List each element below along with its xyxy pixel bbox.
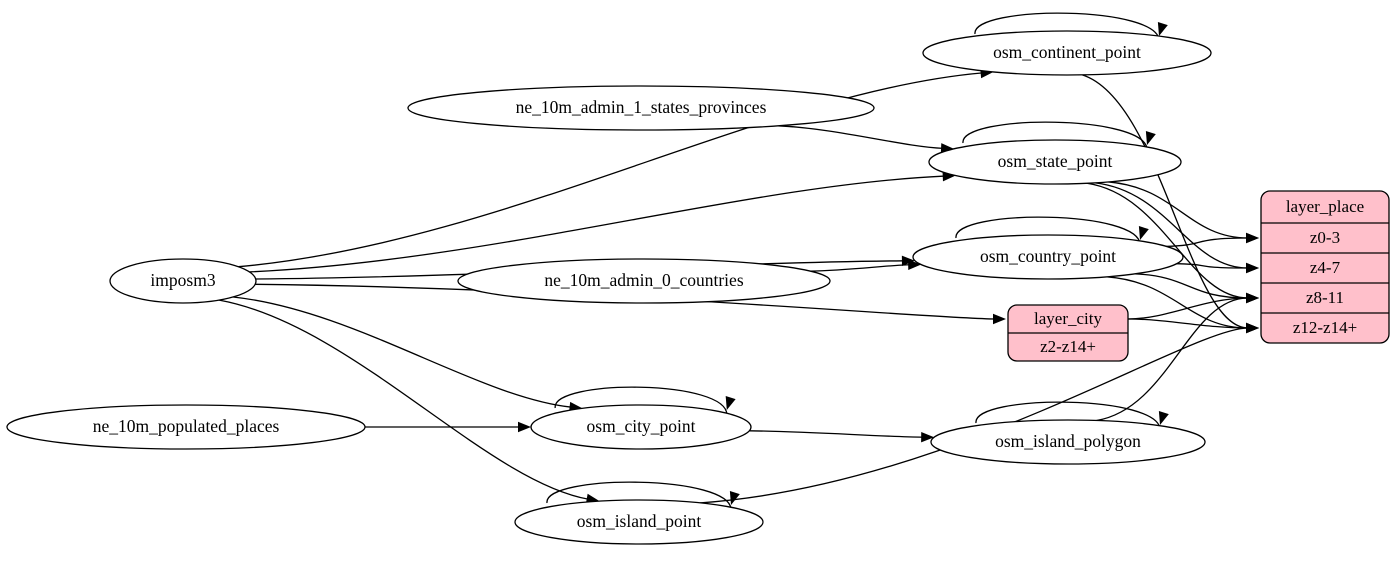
edge-imposm3-to-osm-continent-point bbox=[238, 72, 983, 268]
edge-layer_city-to-layer-place-z12-z14- bbox=[1127, 318, 1249, 329]
node-osm_continent_point[interactable]: osm_continent_point bbox=[922, 30, 1212, 76]
edge-imposm3-to-osm-island-point bbox=[219, 299, 589, 500]
node-osm_country_point-label: osm_country_point bbox=[980, 246, 1116, 266]
edge-osm_country_point-to-layer-place-z0-3 bbox=[1166, 237, 1249, 248]
record-node-layer_place-row-z4-7[interactable]: z4-7 bbox=[1310, 258, 1341, 277]
node-osm_continent_point-shape bbox=[922, 30, 1212, 76]
edge-osm_country_point-to-layer-place-z4-7-arrowhead bbox=[1246, 262, 1259, 274]
edge-imposm3-to-osm-city-point bbox=[233, 296, 572, 408]
self-loop-osm_island_polygon-arrowhead bbox=[1158, 411, 1169, 425]
node-osm_city_point-shape bbox=[530, 404, 752, 450]
edge-layer_city-to-layer-place-z8-11 bbox=[1127, 297, 1249, 320]
node-osm_state_point-shape bbox=[928, 139, 1182, 185]
record-node-layer_place-row-z12-z14+[interactable]: z12-z14+ bbox=[1293, 318, 1357, 337]
node-ne_10m_admin_0_countries-label: ne_10m_admin_0_countries bbox=[544, 270, 743, 290]
self-loop-osm_continent_point bbox=[974, 12, 1160, 43]
edge-ne_10m_admin_1_states_provinces-to-osm-state-point bbox=[777, 125, 944, 150]
node-ne_10m_admin_1_states_provinces[interactable]: ne_10m_admin_1_states_provinces bbox=[407, 85, 875, 131]
node-osm_state_point[interactable]: osm_state_point bbox=[928, 139, 1182, 185]
edge-osm_country_point-to-layer-place-z12-z14- bbox=[1106, 276, 1249, 329]
self-loop-osm_city_point bbox=[554, 386, 728, 417]
edge-imposm3-to-osm-state-point bbox=[249, 175, 945, 273]
node-ne_10m_admin_0_countries[interactable]: ne_10m_admin_0_countries bbox=[457, 258, 831, 304]
node-osm_state_point-label: osm_state_point bbox=[998, 151, 1113, 171]
self-loop-osm_state_point bbox=[962, 121, 1148, 152]
node-ne_10m_populated_places-label: ne_10m_populated_places bbox=[93, 416, 280, 436]
self-loop-osm_island_point bbox=[546, 481, 732, 512]
node-osm_island_polygon-shape bbox=[930, 419, 1206, 465]
edge-osm_island_polygon-to-layer-place-z8-11-arrowhead bbox=[1246, 292, 1259, 304]
record-node-layer_city-header: layer_city bbox=[1034, 309, 1102, 328]
edge-osm_island_point-to-layer-place-z12-z14--arrowhead bbox=[1246, 322, 1259, 334]
record-node-layer_place[interactable]: layer_place z0-3 z4-7 z8-11 z12-z14+ bbox=[1260, 190, 1390, 344]
edge-osm_state_point-to-layer-place-z4-7 bbox=[1095, 182, 1249, 269]
edge-osm_island_point-to-layer-place-z12-z14- bbox=[700, 327, 1249, 504]
edge-osm_state_point-to-layer-place-z8-11 bbox=[1086, 182, 1249, 299]
edge-osm_country_point-to-layer-place-z4-7 bbox=[1176, 263, 1249, 269]
self-loop-osm_city_point-arrowhead bbox=[725, 396, 736, 410]
record-node-layer_place-box bbox=[1260, 190, 1390, 344]
self-loop-osm_island_polygon bbox=[975, 401, 1161, 432]
node-osm_country_point-shape bbox=[912, 234, 1184, 280]
node-imposm3-shape bbox=[109, 258, 257, 304]
record-node-layer_city-row-z2-z14+[interactable]: z2-z14+ bbox=[1040, 337, 1096, 356]
edge-osm_country_point-to-layer-place-z8-11 bbox=[1134, 273, 1249, 299]
edge-imposm3-to-layer-city bbox=[255, 283, 996, 320]
node-ne_10m_populated_places-shape bbox=[6, 404, 366, 450]
node-imposm3-label: imposm3 bbox=[150, 270, 215, 290]
edge-osm_island_polygon-to-layer-place-z8-11 bbox=[1096, 297, 1249, 422]
self-loop-osm_state_point-arrowhead bbox=[1145, 131, 1156, 145]
node-osm_island_polygon[interactable]: osm_island_polygon bbox=[930, 419, 1206, 465]
node-osm_country_point[interactable]: osm_country_point bbox=[912, 234, 1184, 280]
nodes-layer: imposm3 ne_10m_populated_places ne_10m_adm… bbox=[6, 30, 1390, 545]
node-osm_island_point[interactable]: osm_island_point bbox=[514, 499, 764, 545]
node-ne_10m_admin_1_states_provinces-label: ne_10m_admin_1_states_provinces bbox=[516, 97, 767, 117]
node-imposm3[interactable]: imposm3 bbox=[109, 258, 257, 304]
node-osm_city_point[interactable]: osm_city_point bbox=[530, 404, 752, 450]
edge-osm_state_point-to-layer-place-z0-3 bbox=[1108, 181, 1249, 239]
edge-ne_10m_admin_0_countries-to-osm-country-point-arrowhead bbox=[908, 259, 922, 270]
edge-osm_city_point-to-osm-island-polygon-arrowhead bbox=[921, 431, 935, 443]
node-osm_island_polygon-label: osm_island_polygon bbox=[995, 431, 1141, 451]
self-loop-osm_island_point-arrowhead bbox=[729, 491, 740, 505]
edge-osm_country_point-to-layer-place-z0-3-arrowhead bbox=[1246, 232, 1259, 244]
node-osm_city_point-label: osm_city_point bbox=[587, 416, 696, 436]
node-osm_island_point-label: osm_island_point bbox=[577, 511, 702, 531]
node-ne_10m_admin_1_states_provinces-shape bbox=[407, 85, 875, 131]
record-node-layer_place-header: layer_place bbox=[1286, 197, 1364, 216]
edge-ne_10m_populated_places-to-osm-city-point-arrowhead bbox=[518, 421, 531, 433]
edge-osm_city_point-to-osm-island-polygon bbox=[749, 430, 924, 438]
self-loop-osm_country_point bbox=[955, 216, 1141, 247]
self-loop-osm_continent_point-arrowhead bbox=[1157, 22, 1168, 36]
node-ne_10m_populated_places[interactable]: ne_10m_populated_places bbox=[6, 404, 366, 450]
edge-osm_continent_point-to-layer-place-z12-z14- bbox=[1082, 74, 1249, 329]
node-osm_continent_point-label: osm_continent_point bbox=[993, 42, 1141, 62]
node-osm_island_point-shape bbox=[514, 499, 764, 545]
edge-imposm3-to-layer-city-arrowhead bbox=[993, 313, 1006, 325]
record-node-layer_place-row-z0-3[interactable]: z0-3 bbox=[1310, 228, 1340, 247]
record-node-layer_place-row-z8-11[interactable]: z8-11 bbox=[1306, 288, 1344, 307]
node-ne_10m_admin_0_countries-shape bbox=[457, 258, 831, 304]
self-loop-osm_country_point-arrowhead bbox=[1138, 226, 1149, 240]
record-node-layer_city[interactable]: layer_city z2-z14+ bbox=[1007, 304, 1129, 362]
edge-ne_10m_admin_0_countries-to-osm-country-point bbox=[810, 264, 911, 272]
